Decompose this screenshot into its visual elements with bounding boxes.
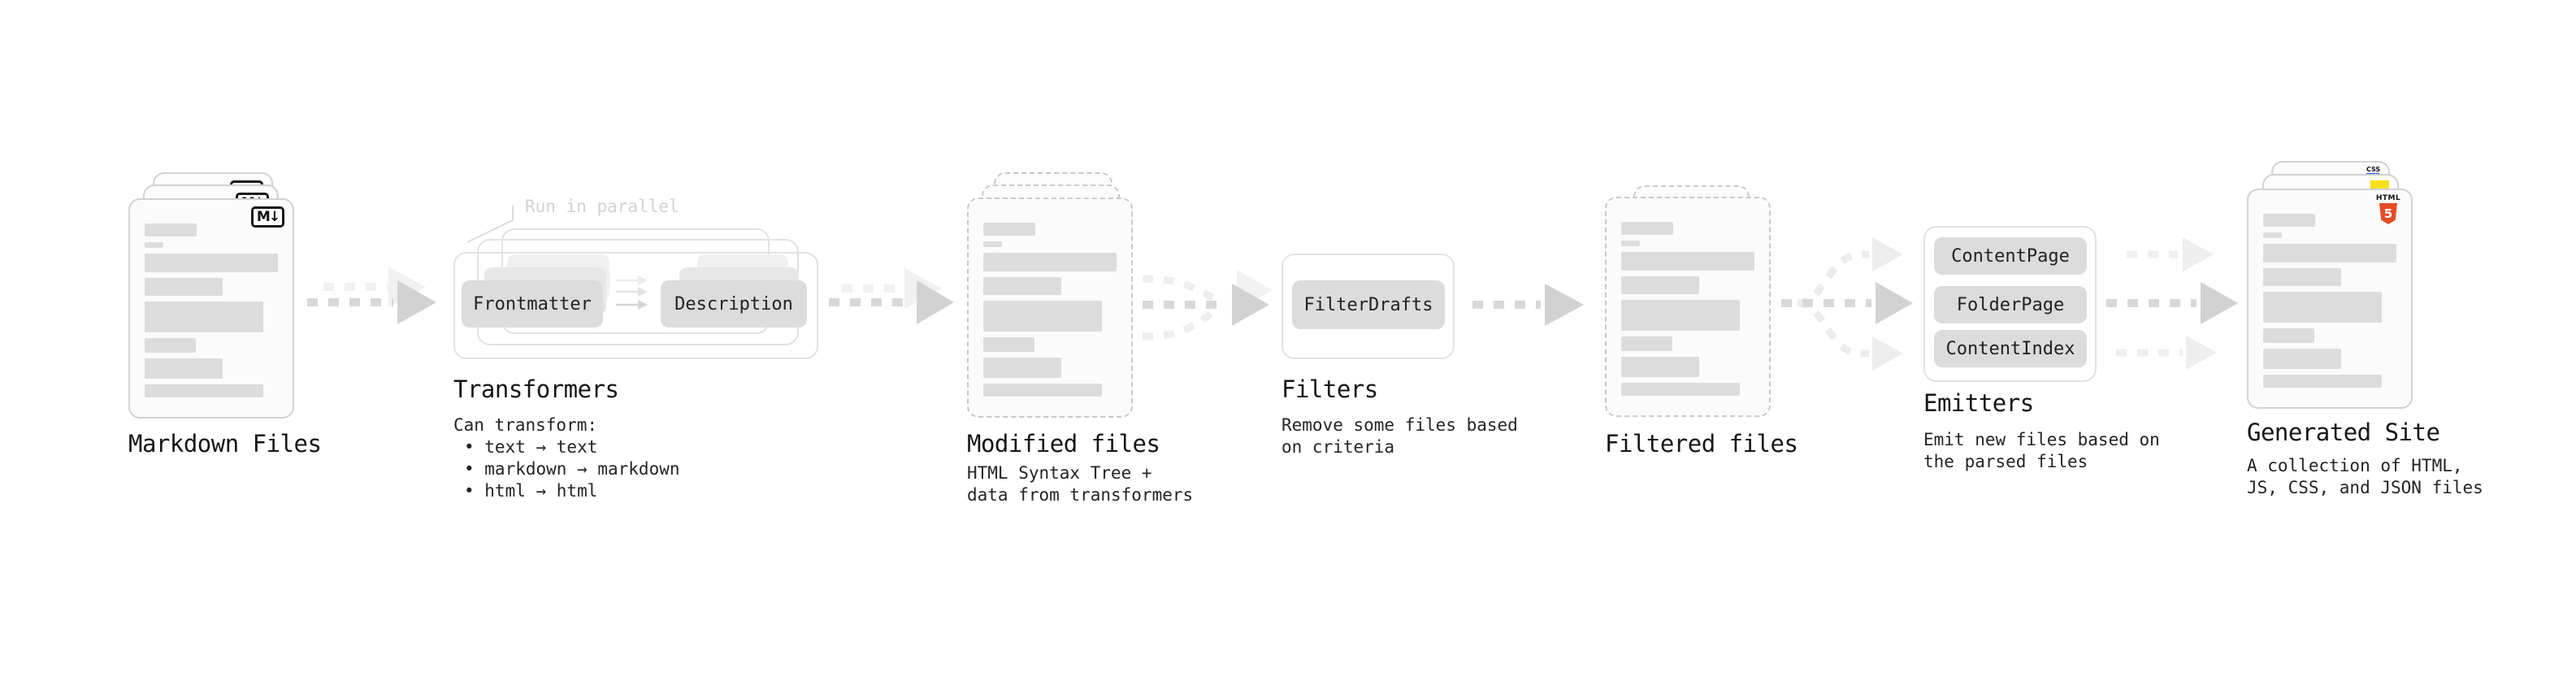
arrow-emitters-to-generated [2106, 237, 2238, 370]
doc-line [145, 301, 263, 332]
desc-line: the parsed files [1923, 452, 2088, 471]
desc-line: data from transformers [967, 485, 1194, 505]
markdown-icon: M↓ [251, 206, 284, 228]
desc-line: JS, CSS, and JSON files [2247, 478, 2483, 497]
doc-line [1621, 222, 1673, 235]
frontmatter-box: Frontmatter [462, 280, 603, 327]
emitters-container [1923, 226, 2097, 382]
desc-line: Remove some files based [1281, 415, 1518, 435]
arrow-filters-to-filtered [1472, 284, 1584, 326]
doc-line [145, 384, 263, 397]
modified-files-description: HTML Syntax Tree + data from transformer… [967, 462, 1193, 506]
document-placeholder-lines [1621, 222, 1754, 396]
doc-line [983, 358, 1061, 378]
folder-page-box: FolderPage [1934, 286, 2087, 323]
desc-bullet: • markdown → markdown [464, 459, 680, 479]
doc-line [983, 337, 1034, 352]
doc-line [145, 242, 163, 248]
desc-line: Emit new files based on [1923, 430, 2160, 449]
desc-bullet: • text → text [464, 437, 598, 457]
doc-line [1621, 276, 1699, 294]
document-placeholder-lines [983, 223, 1117, 397]
document-placeholder-lines [145, 223, 278, 397]
desc-line: HTML Syntax Tree + [967, 463, 1152, 483]
document-placeholder-lines [2263, 214, 2396, 388]
doc-line [1621, 241, 1640, 246]
modified-document-front [967, 197, 1133, 418]
content-index-box: ContentIndex [1934, 330, 2087, 367]
transformers-description: Can transform: • text → text • markdown … [453, 414, 680, 502]
markdown-document-front: M↓ [128, 198, 294, 419]
javascript-icon [2370, 180, 2389, 189]
filters-description: Remove some files based on criteria [1281, 414, 1518, 458]
filtered-files-title: Filtered files [1605, 430, 1798, 458]
doc-line [983, 301, 1102, 332]
html5-icon-shield: 5 [2379, 203, 2397, 224]
html5-icon-number: 5 [2383, 206, 2393, 221]
html5-icon-label: HTML [2375, 194, 2401, 202]
doc-line [983, 253, 1117, 271]
arrow-modified-to-filters [1142, 270, 1273, 340]
doc-line [2263, 375, 2382, 388]
desc-line: Can transform: [453, 415, 598, 435]
desc-line: on criteria [1281, 437, 1395, 457]
filters-container [1281, 254, 1455, 359]
modified-files-title: Modified files [967, 430, 1160, 458]
doc-line [2263, 328, 2314, 343]
doc-line [2263, 244, 2396, 262]
doc-line [145, 278, 223, 296]
doc-line [983, 223, 1035, 236]
doc-line [145, 358, 223, 379]
transformers-title: Transformers [453, 375, 619, 403]
run-in-parallel-leader-line [466, 206, 514, 243]
doc-line [1621, 300, 1740, 331]
generated-site-description: A collection of HTML, JS, CSS, and JSON … [2247, 455, 2483, 499]
markdown-files-title: Markdown Files [128, 430, 322, 458]
doc-line [2263, 349, 2341, 369]
doc-line [145, 223, 197, 236]
doc-line [1621, 252, 1754, 271]
doc-line [1621, 383, 1740, 396]
filtered-document-front [1605, 197, 1771, 417]
filters-title: Filters [1281, 375, 1378, 403]
doc-line [983, 277, 1061, 295]
html5-icon: HTML 5 [2372, 195, 2405, 224]
doc-line [2263, 214, 2315, 227]
arrow-filtered-to-emitters [1781, 237, 1913, 371]
run-in-parallel-annotation: Run in parallel [525, 197, 679, 216]
doc-line [983, 241, 1002, 247]
doc-line [145, 254, 278, 272]
description-box: Description [661, 280, 807, 327]
content-page-box: ContentPage [1934, 237, 2087, 275]
doc-line [145, 338, 196, 353]
doc-line [1621, 336, 1672, 351]
emitters-description: Emit new files based on the parsed files [1923, 429, 2160, 473]
doc-line [983, 384, 1102, 397]
filter-drafts-box: FilterDrafts [1292, 280, 1445, 329]
doc-line [2263, 292, 2382, 323]
arrow-markdown-to-transformers [307, 267, 436, 324]
generated-site-title: Generated Site [2247, 419, 2440, 446]
parallel-transform-arrows [616, 275, 648, 310]
doc-line [2263, 232, 2282, 238]
arrow-transformers-to-modified [829, 268, 954, 324]
desc-bullet: • html → html [464, 481, 598, 501]
transformer-container-front [453, 252, 818, 359]
doc-line [2263, 268, 2341, 286]
emitters-title: Emitters [1923, 389, 2034, 417]
desc-line: A collection of HTML, [2247, 456, 2463, 475]
doc-line [1621, 357, 1699, 377]
generated-document-html: HTML 5 [2247, 189, 2413, 409]
